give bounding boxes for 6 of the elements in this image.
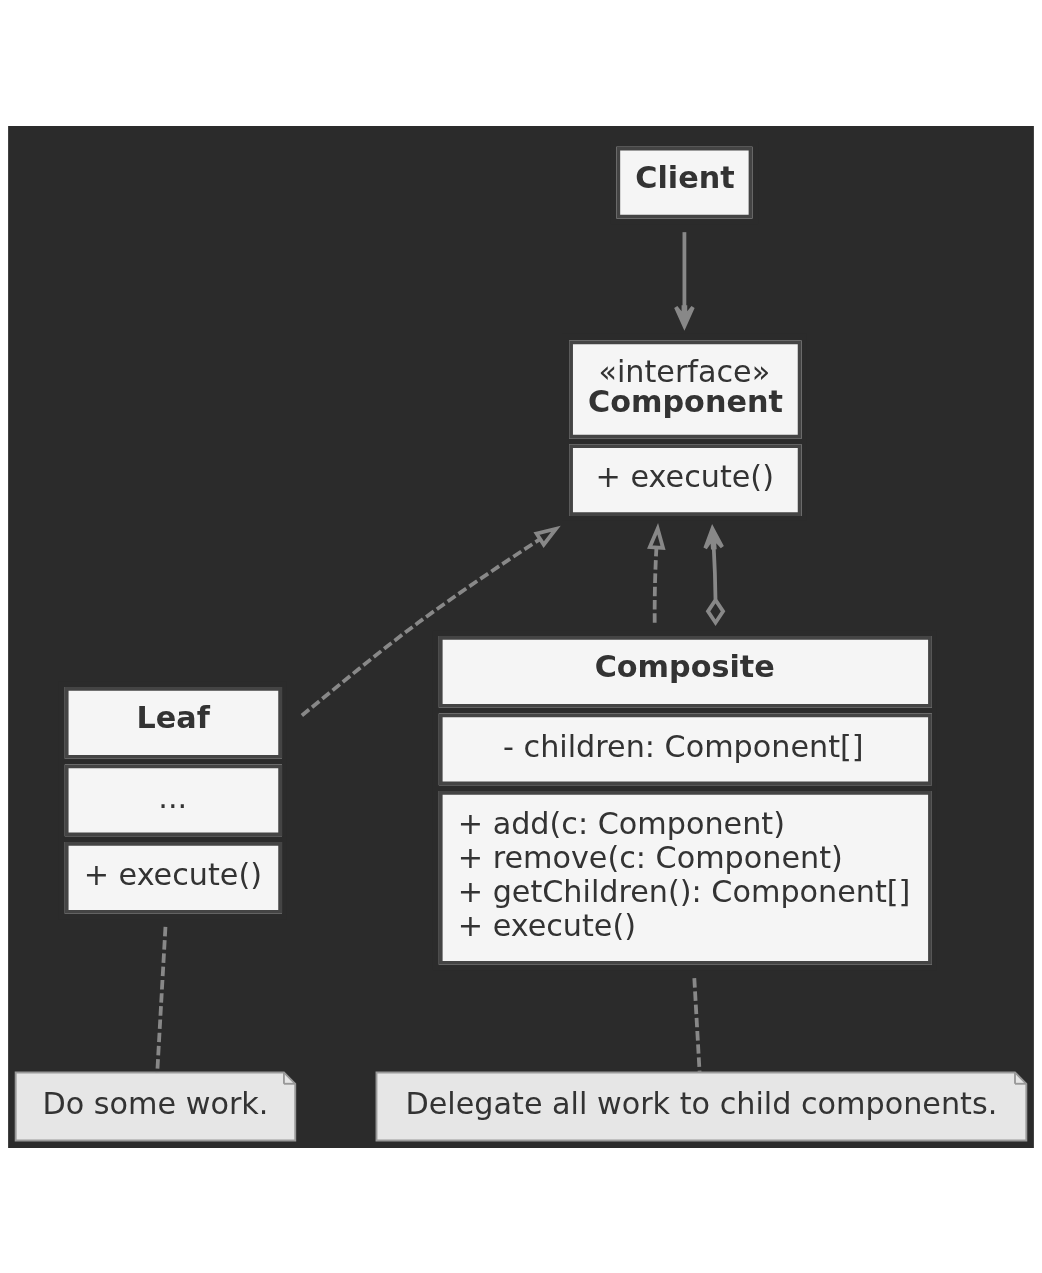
arrow xyxy=(674,231,695,328)
arrow xyxy=(300,525,561,717)
arrow xyxy=(647,522,666,623)
arrow xyxy=(703,526,726,626)
connector xyxy=(155,926,168,1072)
connector xyxy=(692,977,702,1072)
